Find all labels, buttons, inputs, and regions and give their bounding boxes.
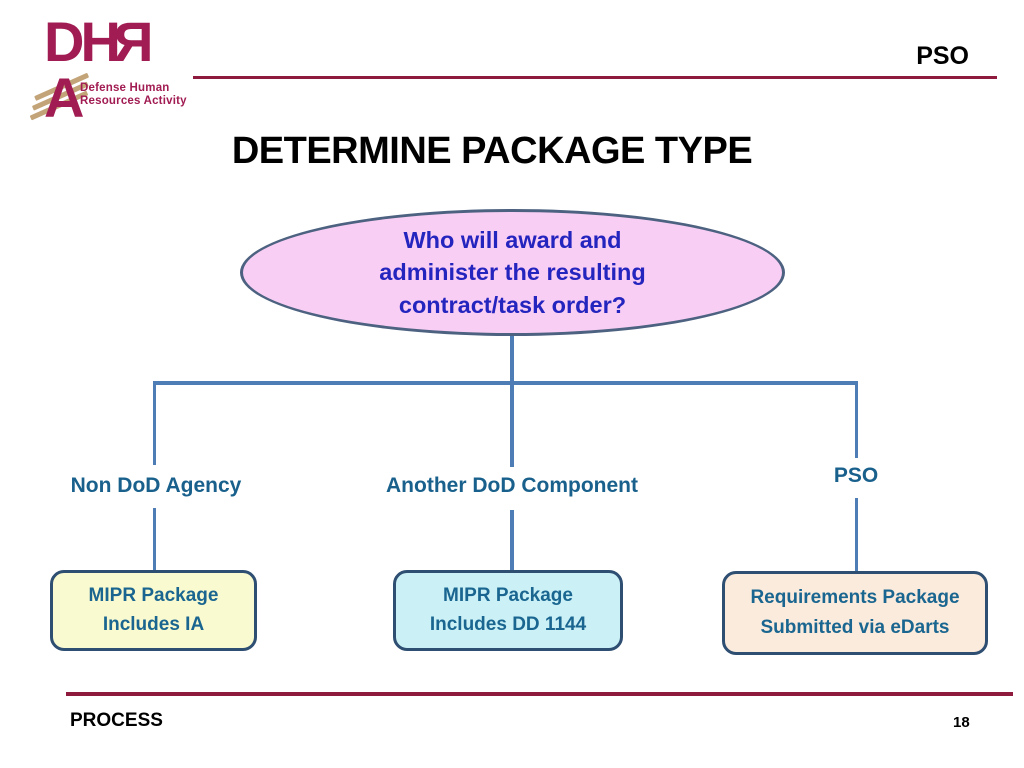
result-box-line: Requirements Package bbox=[750, 587, 960, 609]
root-question-text: Who will award and administer the result… bbox=[379, 226, 646, 318]
footer-section-label: PROCESS bbox=[70, 710, 163, 731]
connector-stem bbox=[510, 336, 514, 383]
connector-left-lower bbox=[152, 508, 156, 570]
connector-right-upper bbox=[854, 381, 858, 458]
logo-subtitle-line2: Resources Activity bbox=[80, 95, 187, 108]
connector-middle-upper bbox=[510, 381, 514, 467]
footer-rule bbox=[66, 692, 1013, 696]
connector-middle-lower bbox=[510, 510, 514, 570]
logo-subtitle-line1: Defense Human bbox=[80, 82, 170, 94]
result-box-line: MIPR Package bbox=[443, 585, 573, 607]
connector-left-upper bbox=[152, 381, 156, 465]
branch-label-pso: PSO bbox=[833, 464, 879, 487]
result-box-mipr-dd1144: MIPR Package Includes DD 1144 bbox=[393, 570, 623, 651]
logo-acronym: DHRA bbox=[44, 10, 154, 129]
page-number: 18 bbox=[953, 714, 970, 731]
result-box-line: Includes DD 1144 bbox=[429, 613, 587, 635]
root-question-ellipse: Who will award and administer the result… bbox=[240, 209, 785, 336]
header-corner-label: PSO bbox=[916, 42, 969, 70]
result-box-line: MIPR Package bbox=[88, 585, 219, 607]
connector-right-lower bbox=[854, 498, 858, 571]
page-title: DETERMINE PACKAGE TYPE bbox=[231, 130, 753, 172]
header-rule bbox=[193, 76, 997, 79]
logo-subtitle: Defense Human Resources Activity bbox=[80, 82, 187, 108]
result-box-line: Submitted via eDarts bbox=[760, 616, 950, 638]
connector-horizontal bbox=[154, 381, 858, 385]
branch-label-another-dod-component: Another DoD Component bbox=[386, 474, 638, 497]
branch-label-non-dod-agency: Non DoD Agency bbox=[70, 474, 242, 497]
result-box-mipr-ia: MIPR Package Includes IA bbox=[50, 570, 257, 651]
result-box-line: Includes IA bbox=[102, 613, 205, 635]
dhra-logo: DHRA Defense Human Resources Activity bbox=[18, 10, 188, 126]
result-box-requirements-edarts: Requirements Package Submitted via eDart… bbox=[722, 571, 988, 655]
